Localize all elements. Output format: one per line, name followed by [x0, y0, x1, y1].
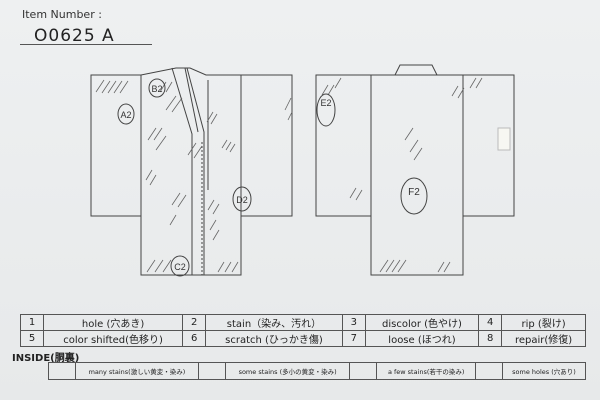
mark-c2-label: C2 [174, 262, 186, 272]
item-number-underline [20, 44, 152, 45]
legend-number: 4 [478, 314, 503, 331]
back-left-sleeve [315, 74, 372, 217]
mark-a2-circle [117, 103, 135, 125]
inside-checkbox-many-stains[interactable] [48, 362, 76, 380]
item-number-label: Item Number : [22, 8, 102, 21]
legend-label: scratch (ひっかき傷) [205, 330, 343, 347]
inside-option-many-stains: many stains(激しい黄変・染み) [75, 362, 199, 380]
mark-c2-circle [170, 255, 190, 277]
collar-left-edge [171, 67, 193, 275]
inside-section-title: INSIDE(胴裏) [12, 353, 80, 364]
back-right-sleeve [462, 74, 515, 217]
legend-number: 2 [182, 314, 207, 331]
mark-f2-circle [400, 177, 428, 215]
back-view-diagram [315, 64, 515, 276]
legend-row: 5 color shifted(色移り) 6 scratch (ひっかき傷) 7… [20, 330, 586, 347]
legend-number: 8 [478, 330, 503, 347]
legend-row: 1 hole (穴あき) 2 stain（染み、汚れ） 3 discolor (… [20, 314, 586, 331]
inside-option-few-stains: a few stains(若干の染み) [376, 362, 476, 380]
legend-label: hole (穴あき) [42, 314, 184, 331]
inside-condition-table: many stains(激しい黄変・染み) some stains (多小の黄変… [48, 362, 587, 380]
inside-checkbox-some-holes[interactable] [474, 362, 503, 380]
front-view-diagram [90, 67, 293, 277]
back-collar [394, 64, 438, 76]
mark-e2-circle [316, 93, 336, 127]
legend-label: loose (ほつれ) [364, 330, 480, 347]
legend-number: 7 [341, 330, 366, 347]
legend-number: 5 [20, 330, 44, 347]
mark-e2-label: E2 [320, 98, 331, 108]
back-stain-hatching [321, 77, 483, 273]
item-number-value: O0625 A [34, 26, 115, 46]
mark-f2-label: F2 [408, 187, 420, 198]
collar-right-edge [186, 67, 205, 275]
mark-b2-circle [148, 78, 166, 98]
legend-label: repair(修復) [501, 330, 586, 347]
legend-number: 3 [341, 314, 366, 331]
front-stain-hatching [95, 79, 293, 273]
legend-label: discolor (色やけ) [364, 314, 480, 331]
paper-tag [497, 127, 511, 151]
legend-label: stain（染み、汚れ） [205, 314, 343, 331]
inside-checkbox-few-stains[interactable] [349, 362, 378, 380]
front-left-sleeve [90, 74, 142, 217]
mark-b2-label: B2 [151, 84, 162, 94]
mark-d2-circle [232, 186, 252, 212]
legend-number: 1 [20, 314, 44, 331]
front-right-sleeve [240, 74, 293, 217]
damage-legend-table: 1 hole (穴あき) 2 stain（染み、汚れ） 3 discolor (… [20, 314, 586, 347]
legend-label: color shifted(色移り) [42, 330, 184, 347]
inside-option-some-stains: some stains (多小の黄変・染み) [224, 362, 351, 380]
legend-label: rip (裂け) [501, 314, 586, 331]
inside-condition-row: many stains(激しい黄変・染み) some stains (多小の黄変… [48, 362, 587, 380]
inside-checkbox-some-stains[interactable] [197, 362, 226, 380]
mark-a2-label: A2 [120, 110, 131, 120]
back-body [370, 74, 464, 276]
legend-number: 6 [182, 330, 207, 347]
mark-d2-label: D2 [236, 195, 248, 205]
front-body [140, 67, 242, 276]
inside-option-some-holes: some holes (穴あり) [501, 362, 587, 380]
collar-inner-line [184, 67, 199, 133]
